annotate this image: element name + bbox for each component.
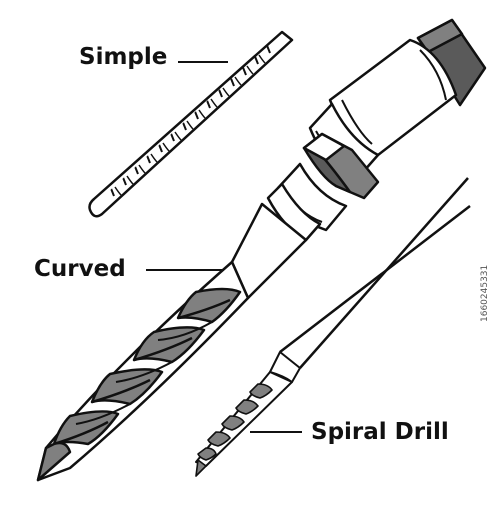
spiral-drill-bit-icon [195,177,471,477]
label-simple: Simple [79,44,168,70]
simple-drill-bit-icon [88,30,294,218]
stock-id-text: 1660245331 [480,264,490,322]
label-curved: Curved [34,256,126,282]
label-spiral-drill: Spiral Drill [311,419,449,445]
drill-chuck-icon [266,18,487,242]
curved-drill-bit-icon [36,202,308,482]
